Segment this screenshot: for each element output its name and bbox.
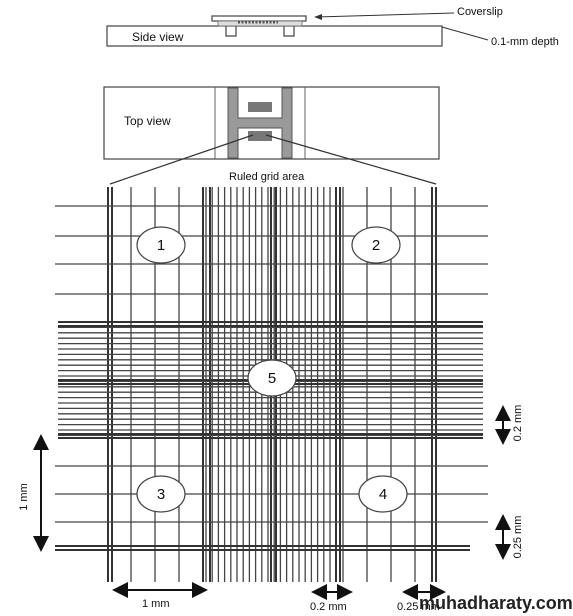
zoom-line-left (109, 134, 254, 185)
square-4-circle (358, 475, 408, 513)
square-4-label: 4 (379, 486, 387, 503)
coverslip-pointer (315, 12, 455, 18)
dim-02mm-right-label: 0.2 mm (512, 405, 524, 442)
square-labels: 1 2 3 4 5 (136, 226, 408, 513)
square-3-circle (136, 475, 186, 513)
zoom-line-right (265, 134, 437, 185)
side-view: Coverslip Side view 0.1-mm depth (106, 6, 559, 48)
grid-patch-upper (248, 102, 272, 112)
depth-pointer (441, 26, 489, 41)
side-view-label: Side view (132, 30, 184, 44)
dim-1mm-bottom-label: 1 mm (142, 598, 170, 610)
depth-label: 0.1-mm depth (491, 36, 559, 48)
dim-025mm-right-label: 0.25 mm (512, 516, 524, 559)
watermark: muhadharaty.com (419, 593, 573, 613)
coverslip-label: Coverslip (457, 6, 503, 18)
square-5-circle (247, 359, 297, 397)
ruled-grid-label: Ruled grid area (229, 171, 305, 183)
square-2-circle (351, 226, 401, 264)
dim-02mm-bottom-label: 0.2 mm (310, 601, 347, 613)
dimension-markers: 1 mm 0.2 mm 0.25 mm 1 mm 0.2 mm 0.25 mm (18, 405, 524, 613)
grid-patch-lower (248, 131, 272, 141)
coverslip-arrowhead (314, 14, 322, 20)
square-2-label: 2 (372, 237, 380, 254)
dim-025mm-bottom-label: 0.25 mm (397, 601, 440, 613)
square-3-label: 3 (157, 486, 165, 503)
top-view: Top view Ruled grid area (103, 86, 440, 185)
h-shaped-channel (227, 87, 293, 159)
square-1-circle (136, 226, 186, 264)
chamber-well (225, 26, 295, 37)
top-view-label: Top view (124, 114, 171, 128)
coverslip-shape (211, 15, 307, 22)
square-5-label: 5 (268, 370, 276, 387)
square-1-label: 1 (157, 237, 165, 254)
dim-1mm-left-label: 1 mm (18, 483, 30, 511)
